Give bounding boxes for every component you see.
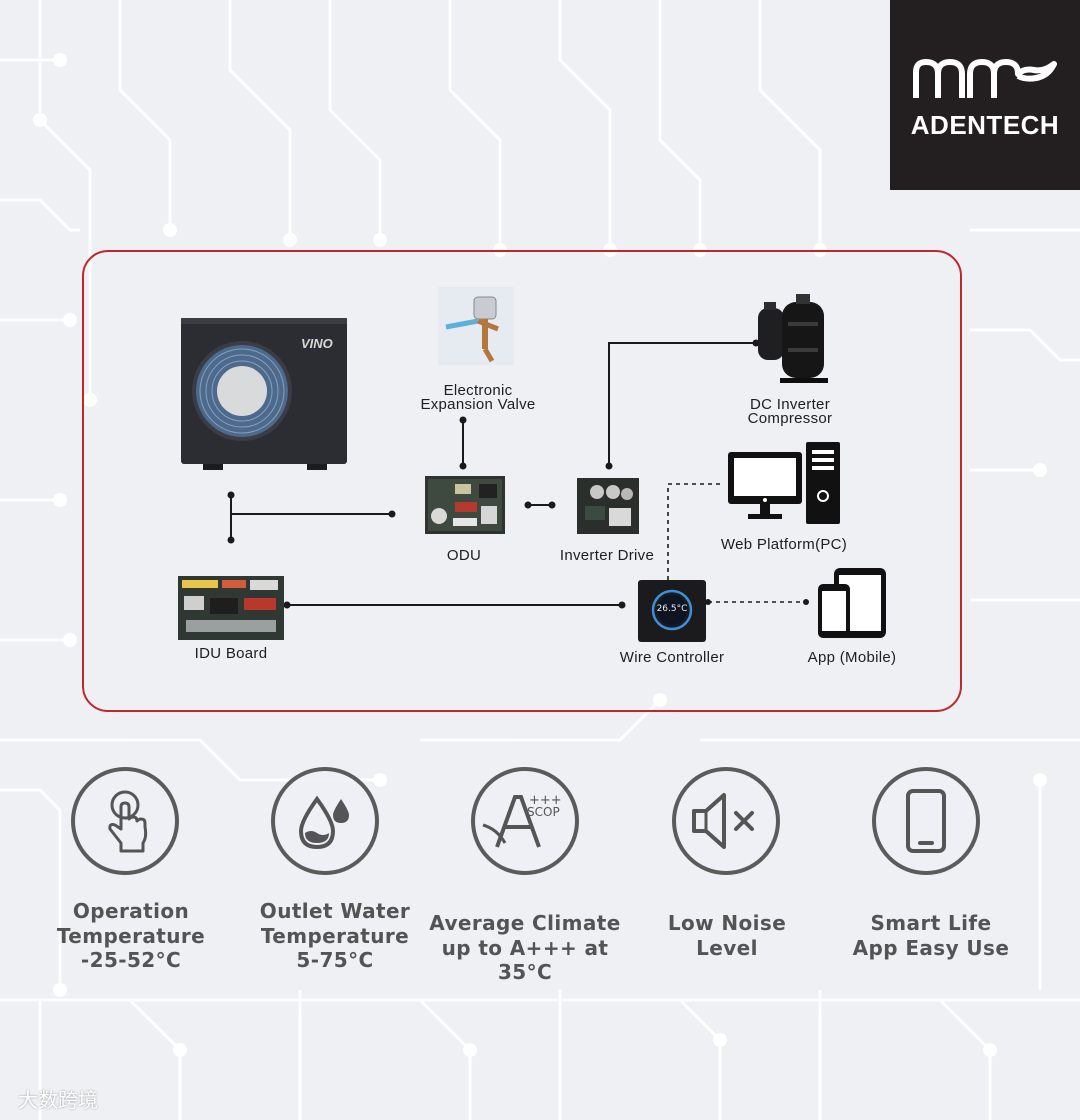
compressor-label: DC Inverter Compressor (747, 396, 833, 427)
expansion-valve-image (438, 287, 514, 365)
odu-label: ODU (446, 547, 482, 564)
feature-low-noise-circle (672, 767, 780, 875)
speaker-mute-icon (692, 793, 754, 849)
feature-outlet-water-text: Outlet Water Temperature 5-75°C (259, 899, 411, 972)
odu-board-image (425, 476, 505, 534)
idu-board-image (178, 576, 284, 640)
unit-brand-label: VINO (301, 336, 333, 351)
inverter-drive-image (577, 478, 639, 534)
controller-display: 26.5°C (656, 604, 688, 614)
line-unit-odu (230, 495, 392, 540)
efficiency-rating-icon (482, 795, 541, 848)
feature-outlet-water-circle (271, 767, 379, 875)
heat-pump-unit: VINO (181, 318, 349, 470)
feature-operation-temperature-text: Operation Temperature -25-52°C (56, 899, 206, 972)
line-drive-compressor (608, 342, 756, 466)
rating-scop-text: SCOP (527, 805, 560, 819)
pc-icon (726, 440, 844, 526)
brand-name: ADENTECH (910, 110, 1060, 140)
feature-climate-rating-circle: +++ SCOP (471, 767, 579, 875)
rating-plus-text: +++ (529, 793, 562, 808)
compressor-image (750, 292, 832, 386)
line-controller-pc (667, 483, 720, 580)
brand-mark-icon (913, 58, 1057, 98)
feature-low-noise-text: Low Noise Level (667, 911, 787, 960)
smartphone-icon (906, 789, 946, 853)
brand-logo: ADENTECH (890, 0, 1080, 190)
mobile-devices-icon (816, 566, 888, 640)
inverter-drive-label: Inverter Drive (559, 547, 655, 564)
system-diagram-frame (82, 250, 962, 712)
web-platform-label: Web Platform(PC) (720, 536, 848, 553)
feature-operation-temperature-circle (71, 767, 179, 875)
watermark: 大数跨境 (18, 1090, 98, 1112)
feature-climate-rating-text: Average Climate up to A+++ at 35°C (429, 911, 621, 984)
feature-smart-life-circle (872, 767, 980, 875)
expansion-valve-label: Electronic Expansion Valve (420, 382, 536, 413)
app-label: App (Mobile) (807, 649, 897, 666)
water-drop-icon (298, 795, 349, 850)
touch-hand-icon (108, 790, 148, 853)
wire-controller-label: Wire Controller (619, 649, 725, 666)
idu-board-label: IDU Board (194, 645, 268, 662)
wire-controller-image: 26.5°C (638, 580, 706, 642)
feature-smart-life-text: Smart Life App Easy Use (852, 911, 1010, 960)
